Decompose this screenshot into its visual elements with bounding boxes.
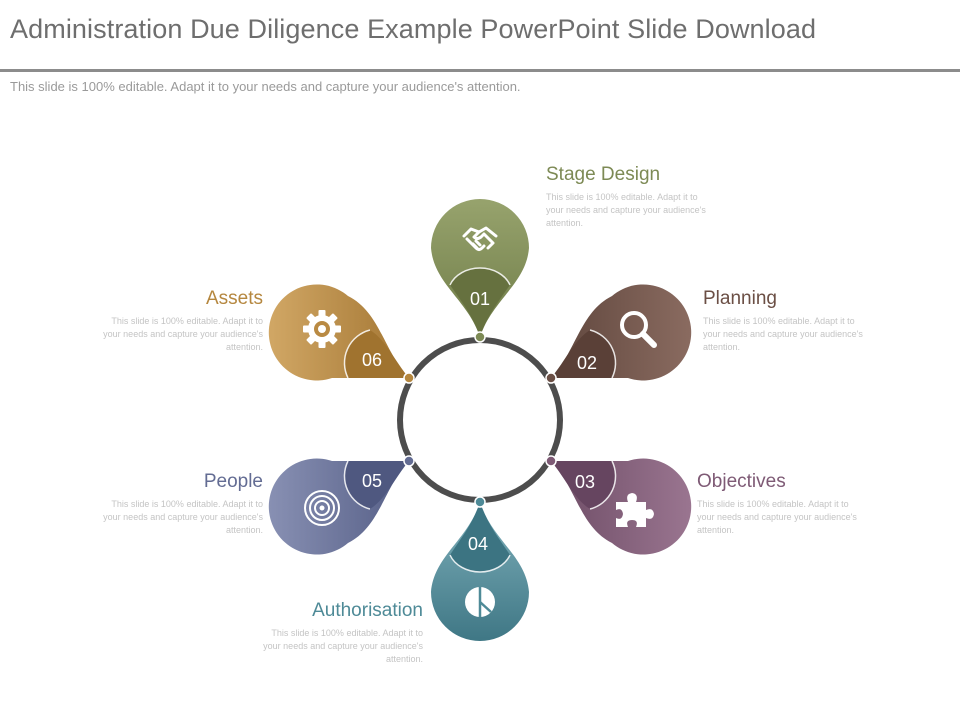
connector-dot-03: [545, 455, 557, 467]
step-06-number-band: [344, 330, 409, 378]
gear-icon: [303, 310, 341, 348]
step-01-number: 01: [470, 289, 490, 309]
step-03-number-band: [551, 461, 616, 509]
step-01-label: Stage Design This slide is 100% editable…: [546, 164, 714, 230]
connector-dot-02: [545, 372, 557, 384]
center-ring: [397, 337, 563, 503]
step-06-description: This slide is 100% editable. Adapt it to…: [103, 316, 263, 352]
handshake-icon: [462, 226, 498, 251]
step-02-description: This slide is 100% editable. Adapt it to…: [703, 316, 863, 352]
step-03-number: 03: [575, 472, 595, 492]
step-04-title: Authorisation: [312, 600, 423, 621]
step-03-description: This slide is 100% editable. Adapt it to…: [697, 499, 857, 535]
step-04-number-band: [450, 502, 510, 572]
target-icon: [304, 490, 340, 526]
step-01-petal: [431, 199, 529, 337]
step-02-title: Planning: [703, 288, 777, 309]
connector-dot-01: [474, 331, 486, 343]
connector-dot-06: [403, 372, 415, 384]
page-title: Administration Due Diligence Example Pow…: [10, 14, 817, 44]
puzzle-icon: [616, 493, 654, 527]
step-02-petal: [551, 284, 692, 381]
step-03-label: Objectives This slide is 100% editable. …: [697, 471, 865, 537]
step-06-number: 06: [362, 350, 382, 370]
step-05-description: This slide is 100% editable. Adapt it to…: [103, 499, 263, 535]
magnifier-icon: [620, 311, 657, 348]
step-05-number: 05: [362, 471, 382, 491]
pie-chart-icon: [465, 587, 495, 617]
step-02-number: 02: [577, 353, 597, 373]
connector-dot-04: [474, 496, 486, 508]
step-01-number-band: [450, 268, 510, 337]
step-02-number-band: [551, 330, 616, 378]
step-06-title: Assets: [205, 288, 263, 309]
step-03-title: Objectives: [697, 471, 786, 492]
step-06-label: Assets This slide is 100% editable. Adap…: [95, 288, 263, 354]
page-subtitle: This slide is 100% editable. Adapt it to…: [10, 79, 521, 94]
step-05-label: People This slide is 100% editable. Adap…: [95, 471, 263, 537]
step-04-petal: [431, 502, 529, 641]
connector-dot-05: [403, 455, 415, 467]
step-04-description: This slide is 100% editable. Adapt it to…: [263, 628, 423, 664]
step-04-label: Authorisation This slide is 100% editabl…: [255, 600, 423, 666]
step-05-number-band: [344, 461, 409, 509]
step-05-title: People: [203, 471, 263, 492]
step-01-description: This slide is 100% editable. Adapt it to…: [546, 192, 706, 228]
title-divider: [0, 69, 960, 72]
step-04-number: 04: [468, 534, 488, 554]
step-02-label: Planning This slide is 100% editable. Ad…: [703, 288, 871, 354]
step-01-title: Stage Design: [546, 164, 661, 185]
